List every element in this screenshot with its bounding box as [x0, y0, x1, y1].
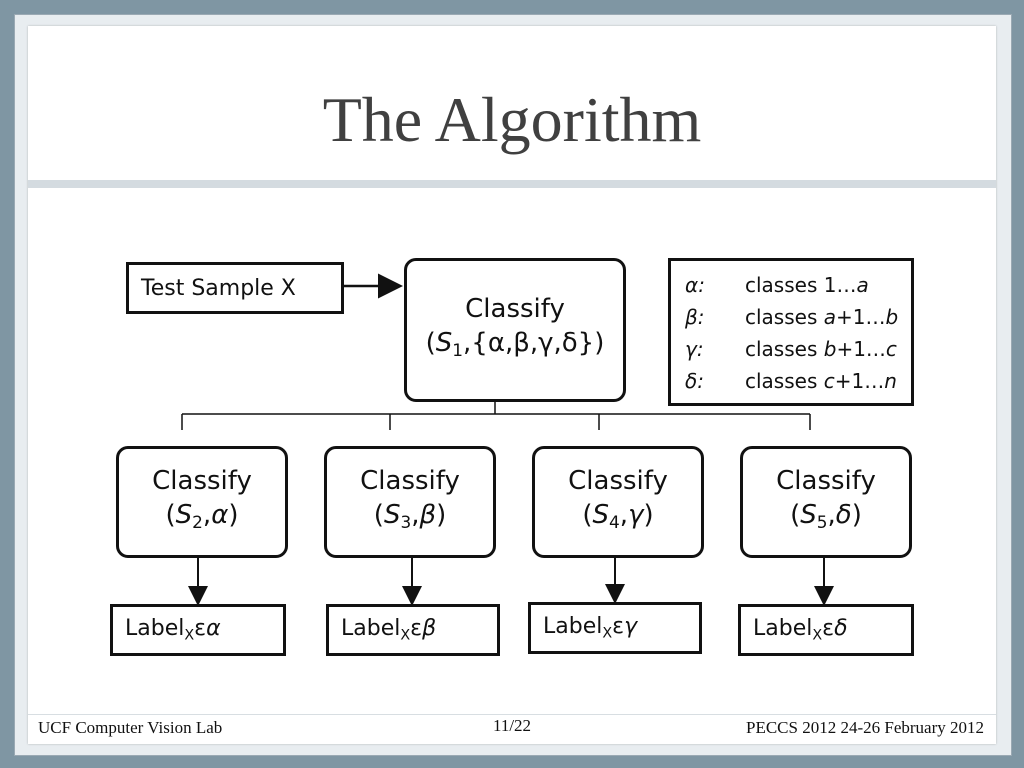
classify-label: Classify [568, 466, 668, 497]
classify-label: Classify [360, 466, 460, 497]
legend-row-delta: δ: classes c+1…n [685, 369, 897, 393]
label-text: LabelXεδ [753, 616, 848, 644]
classify-label: Classify [152, 466, 252, 497]
test-sample-box: Test Sample X [126, 262, 344, 314]
root-classify-node: Classify (S1,{α,β,γ,δ}) [404, 258, 626, 402]
footer-divider [28, 714, 996, 715]
classify-label: Classify [776, 466, 876, 497]
connector-lines [181, 273, 834, 606]
root-classify-label: Classify [465, 294, 565, 325]
classify-params: (S3,β) [373, 500, 447, 533]
title-divider [28, 180, 996, 188]
slide-title: The Algorithm [322, 84, 702, 155]
footer-page-number: 11/22 [492, 716, 532, 735]
footer-lab: UCF Computer Vision Lab [38, 718, 223, 737]
label-text: LabelXεβ [341, 616, 437, 644]
classify-params: (S5,δ) [790, 500, 862, 533]
label-box-gamma: LabelXεγ [528, 602, 702, 654]
class-legend: α: classes 1…a β: classes a+1…b γ: class… [668, 258, 914, 406]
label-text: LabelXεγ [543, 614, 638, 642]
label-text: LabelXεα [125, 616, 221, 644]
footer-conference: PECCS 2012 24-26 February 2012 [746, 718, 984, 737]
label-box-alpha: LabelXεα [110, 604, 286, 656]
label-box-beta: LabelXεβ [326, 604, 500, 656]
test-sample-label: Test Sample X [141, 275, 296, 301]
classify-node-beta: Classify (S3,β) [324, 446, 496, 558]
legend-row-gamma: γ: classes b+1…c [685, 337, 897, 361]
classify-node-alpha: Classify (S2,α) [116, 446, 288, 558]
classify-params: (S2,α) [165, 500, 239, 533]
label-box-delta: LabelXεδ [738, 604, 914, 656]
classify-node-delta: Classify (S5,δ) [740, 446, 912, 558]
legend-row-alpha: α: classes 1…a [685, 273, 869, 297]
classify-params: (S4,γ) [582, 500, 654, 533]
slide: The Algorithm Test Sample X Classify (S1… [28, 26, 996, 744]
classify-node-gamma: Classify (S4,γ) [532, 446, 704, 558]
root-classify-params: (S1,{α,β,γ,δ}) [425, 328, 605, 361]
legend-row-beta: β: classes a+1…b [685, 305, 899, 329]
